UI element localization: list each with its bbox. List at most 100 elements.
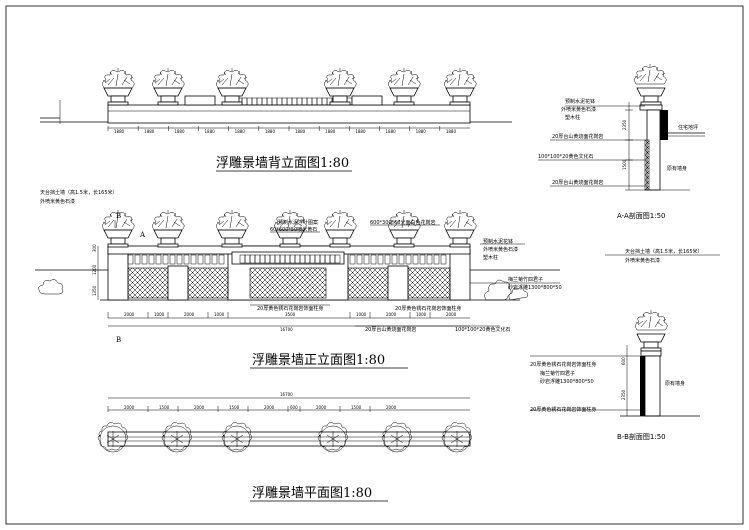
a-dim-height: 2350 bbox=[622, 119, 627, 130]
back-plant bbox=[444, 67, 477, 89]
relief-panel-1 bbox=[127, 267, 169, 299]
a-note-culture-stone: 100*100*20黄色文化石 bbox=[538, 153, 593, 160]
front-dim-label: 3500 bbox=[285, 312, 296, 317]
plan-dim-label: 2000 bbox=[264, 405, 275, 410]
front-flower-pot bbox=[217, 229, 247, 248]
front-elevation: 300 1200 1350 天台挡土墙（高1.5米，长165米） 外喷米黄色石漆… bbox=[35, 189, 562, 369]
front-plant bbox=[444, 209, 477, 231]
back-dim-label: 1880 bbox=[295, 129, 306, 134]
section-b-title: B-B剖面图1:50 bbox=[617, 432, 666, 441]
plan-dim-label: 600 bbox=[290, 405, 298, 410]
back-dim-label: 1880 bbox=[265, 129, 276, 134]
a-note-original-wall: 原有墙身 bbox=[667, 165, 687, 172]
back-plant bbox=[324, 67, 357, 89]
back-plant bbox=[216, 67, 249, 89]
section-mark-b-bottom: B bbox=[116, 336, 121, 344]
back-dim-label: 1880 bbox=[355, 129, 366, 134]
a-dim-lower: 1500 bbox=[622, 159, 627, 170]
back-elevation: 1880 1880 1880 1880 1880 1880 1880 1880 1880 1880… bbox=[40, 67, 512, 172]
b-dim-1: 600 bbox=[621, 357, 626, 365]
front-dim-left-2: 1200 bbox=[92, 264, 97, 275]
note-yellow-granite-2: 20厚黄色锈石花岗岩饰面柱身 bbox=[395, 305, 461, 312]
back-dim-label: 1880 bbox=[235, 129, 246, 134]
plan-dim-label: 1500 bbox=[229, 405, 240, 410]
back-dim-label: 1880 bbox=[114, 129, 125, 134]
note-retain-paint: 外喷米黄色石漆 bbox=[40, 198, 75, 205]
note-retain-wall: 天台挡土墙（高1.5米，长165米） bbox=[40, 189, 118, 196]
back-dim-label: 1880 bbox=[205, 129, 216, 134]
note-plinth: 塑木柱 bbox=[483, 254, 498, 261]
plan-dim-label: 1500 bbox=[159, 405, 170, 410]
front-total-dim: 16700 bbox=[280, 327, 293, 332]
front-elevation-title: 浮雕景墙正立面图1:80 bbox=[252, 353, 385, 368]
b-note-base: 20厚黄色锈石花岗岩饰面柱身 bbox=[530, 406, 596, 413]
a-note-plinth: 塑木柱 bbox=[565, 114, 580, 121]
back-flower-pot bbox=[389, 87, 419, 106]
front-flower-pot bbox=[445, 229, 475, 248]
a-note-tiger-skin-2: 20厚台山黄烧面花岗岩 bbox=[552, 179, 603, 186]
plan-title: 浮雕景墙平面图1:80 bbox=[252, 486, 372, 501]
plan-view: 16700 2000 1500 2000 1500 2000 600 2000 1500 200… bbox=[97, 392, 473, 502]
section-b-b: 600 2350 20厚黄色锈石花岗岩饰面柱身 梅兰菊竹四君子 砂岩浮雕1300… bbox=[530, 309, 700, 441]
a-note-tiger-skin: 20厚台山黄烧面花岗岩 bbox=[552, 133, 603, 140]
back-flower-pot bbox=[153, 87, 183, 106]
b-note-relief: 砂岩浮雕1300*800*50 bbox=[540, 378, 594, 385]
front-plant bbox=[152, 209, 185, 231]
note-retain-wall-right: 天台挡土墙（高1.5米，长165米） bbox=[625, 248, 703, 255]
front-dim-label: 2000 bbox=[386, 312, 397, 317]
note-relief: 砂岩浮雕1300*800*50 bbox=[508, 284, 562, 291]
back-flower-pot bbox=[103, 87, 133, 106]
note-retain-paint-right: 外喷米黄色石漆 bbox=[625, 257, 660, 264]
back-dim-label: 1880 bbox=[386, 129, 397, 134]
front-dim-left-3: 1350 bbox=[92, 285, 97, 296]
back-flower-pot bbox=[445, 87, 475, 106]
front-dim-label: 2000 bbox=[446, 312, 457, 317]
back-dim-label: 1880 bbox=[416, 129, 427, 134]
plan-dim-label: 2000 bbox=[316, 405, 327, 410]
note-bamboo: 梅兰菊竹四君子 bbox=[508, 276, 543, 283]
back-dim-label: 1880 bbox=[446, 129, 457, 134]
flanking-shrubs bbox=[38, 279, 528, 301]
section-a-a: 2350 1500 预制水泥花钵 外喷米黄色石漆 塑木柱 20厚台山黄烧面花岗岩… bbox=[538, 63, 705, 220]
a-note-pot-paint: 外喷米黄色石漆 bbox=[561, 106, 596, 113]
note-panel-white: 600*300*60光面白色花岗岩 bbox=[370, 219, 435, 226]
plan-dim-label: 2000 bbox=[194, 405, 205, 410]
plan-dim-label: 2000 bbox=[386, 405, 397, 410]
section-mark-b-top: B bbox=[116, 212, 121, 220]
back-flower-pot bbox=[325, 87, 355, 106]
relief-panel-5 bbox=[407, 267, 451, 299]
note-tiger-skin: 20厚台山黄烧面花岗岩 bbox=[365, 326, 416, 333]
front-flower-pot bbox=[153, 229, 183, 248]
relief-panel-3 bbox=[249, 267, 327, 299]
relief-panel-4 bbox=[347, 267, 389, 299]
note-pot-paint: 外喷米黄色石漆 bbox=[483, 246, 518, 253]
a-note-pot: 预制水泥花钵 bbox=[565, 98, 595, 105]
note-flower-pot: 预制水泥花钵 bbox=[483, 238, 513, 245]
b-note-column: 20厚黄色锈石花岗岩饰面柱身 bbox=[530, 361, 596, 368]
section-mark-a: A bbox=[139, 231, 146, 239]
section-a-title: A-A剖面图1:50 bbox=[617, 211, 666, 220]
front-dim-label: 1000 bbox=[416, 312, 427, 317]
plan-total-dim: 16700 bbox=[280, 392, 293, 397]
back-elevation-title: 浮雕景墙背立面图1:80 bbox=[216, 156, 349, 171]
front-dim-label: 1000 bbox=[154, 312, 165, 317]
plan-dim-label: 2000 bbox=[124, 405, 135, 410]
back-flower-pot bbox=[217, 87, 247, 106]
back-dim-label: 1880 bbox=[174, 129, 185, 134]
front-plant bbox=[216, 209, 249, 231]
front-dim-label: 1000 bbox=[356, 312, 367, 317]
b-note-bamboo: 梅兰菊竹四君子 bbox=[540, 370, 575, 377]
b-dim-2: 2350 bbox=[621, 389, 626, 400]
sheet-border bbox=[5, 5, 744, 525]
relief-panel-2 bbox=[187, 267, 229, 299]
back-dim-label: 1880 bbox=[325, 129, 336, 134]
note-stone-sign: 预制水泥浮叶图案 bbox=[278, 219, 318, 226]
back-plant bbox=[388, 67, 421, 89]
note-yellow-granite: 20厚黄色锈石花岗岩饰面柱身 bbox=[257, 305, 323, 312]
back-plant bbox=[102, 67, 135, 89]
front-flower-pot bbox=[325, 229, 355, 248]
front-plant bbox=[324, 209, 357, 231]
front-dim-left-1: 300 bbox=[92, 244, 97, 252]
plan-dim-label: 1500 bbox=[351, 405, 362, 410]
